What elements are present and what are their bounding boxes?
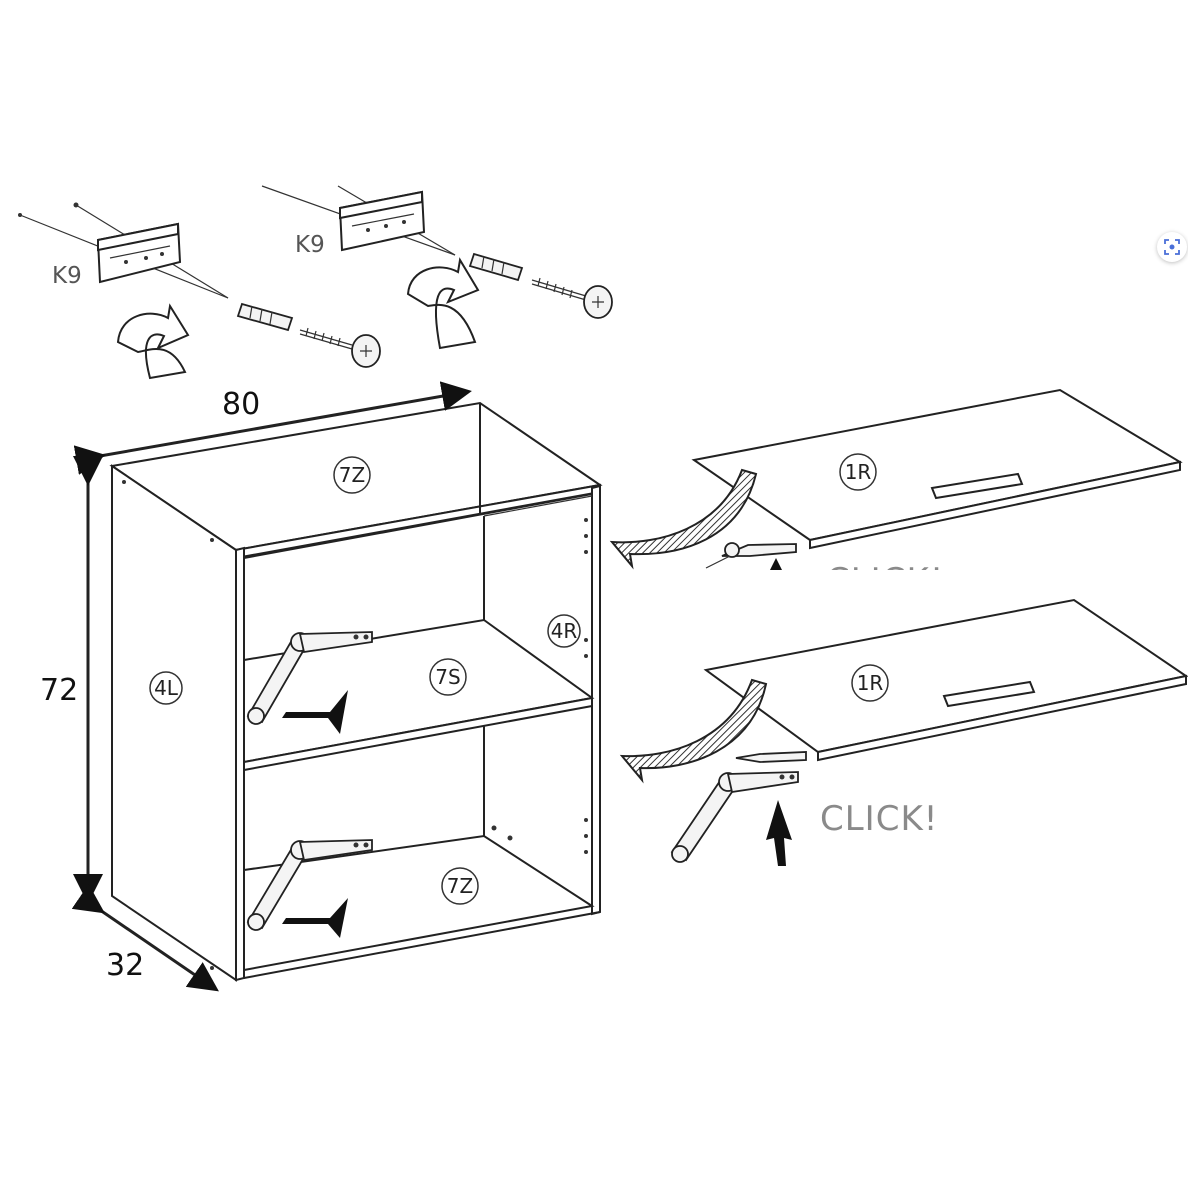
dimension-height-label: 72: [40, 673, 78, 708]
cabinet-body: [109, 401, 603, 982]
part-marker-door-lower: [851, 664, 889, 702]
part-marker-bottom: [441, 867, 479, 905]
click-lower-label: CLICK!: [820, 799, 938, 839]
door-lower: [619, 598, 1188, 866]
dimension-depth: [71, 884, 219, 992]
lift-mechanism-lower: [246, 839, 373, 938]
dimension-width: [73, 381, 472, 475]
part-marker-right: [547, 614, 581, 648]
part-label-door-lower: 1R: [857, 671, 884, 695]
scan-image-icon: [1164, 239, 1180, 255]
bracket-left-label: K9: [52, 263, 82, 289]
part-label-bottom: 7Z: [447, 874, 473, 898]
click-upper-label: CLICK!: [826, 561, 944, 601]
door-upper: [609, 388, 1183, 570]
lift-mechanism-upper: [246, 631, 373, 734]
part-marker-door-upper: [839, 453, 877, 491]
part-marker-top: [333, 456, 371, 494]
bracket-right-assembly: [261, 185, 613, 350]
click-upper-clip: CLICK!: [826, 561, 944, 601]
part-marker-left: [149, 671, 183, 705]
scan-image-button[interactable]: [1157, 232, 1187, 262]
part-label-right: 4R: [551, 619, 578, 643]
part-label-top: 7Z: [339, 463, 365, 487]
dimension-width-label: 80: [222, 387, 260, 422]
part-marker-shelf: [429, 658, 467, 696]
bracket-left-assembly: [18, 202, 381, 380]
part-label-door-upper: 1R: [845, 460, 872, 484]
bracket-right-label: K9: [295, 232, 325, 258]
part-label-shelf: 7S: [435, 665, 460, 689]
part-label-left: 4L: [154, 676, 179, 700]
dimension-depth-label: 32: [106, 948, 144, 983]
